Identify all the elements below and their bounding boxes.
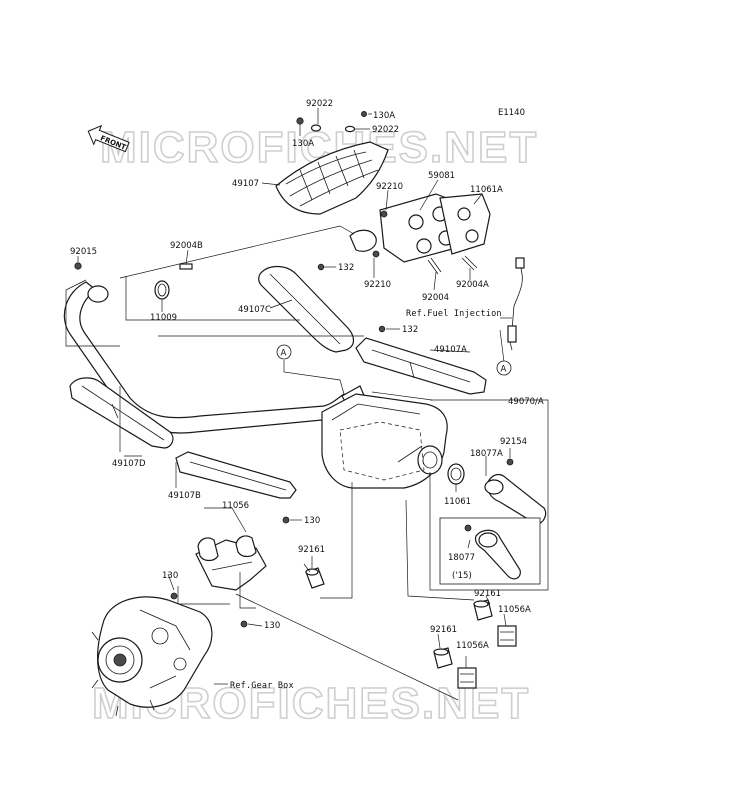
callout-a-upper: A [276, 344, 292, 360]
callout-a-lower: A [496, 360, 512, 376]
label-49070A: 49070/A [508, 397, 544, 407]
muffler [321, 393, 448, 489]
label-92022-right: 92022 [372, 125, 399, 135]
label-92154: 92154 [500, 437, 527, 447]
label-92161-a: 92161 [298, 545, 325, 555]
leader-lines [65, 108, 512, 701]
ref-gear-box: Ref.Gear Box [230, 681, 294, 691]
label-18077A: 18077A [470, 449, 503, 459]
rubber-mount-92161-icon [305, 567, 493, 669]
bolt-132-icon [317, 263, 386, 333]
label-130A-left: 130A [292, 139, 314, 149]
bolt-92154-icon [506, 458, 514, 466]
label-92015: 92015 [70, 247, 97, 257]
ref-fuel-injection: Ref.Fuel Injection [406, 309, 502, 319]
label-11056A-b: 11056A [456, 641, 489, 651]
label-11009: 11009 [150, 313, 177, 323]
callout-a-upper-label: A [281, 349, 287, 359]
callout-a-lower-label: A [501, 365, 507, 375]
heat-shield-49107D [69, 377, 174, 449]
gasket-11061-icon [447, 463, 465, 485]
bolt-130A-top-icon [296, 111, 367, 125]
label-92161-c: 92161 [430, 625, 457, 635]
label-130-a: 130 [304, 516, 320, 526]
gear-box [91, 596, 213, 717]
exhaust-manifold [349, 193, 491, 263]
heat-shield-49107C [258, 265, 355, 353]
label-11056A-a: 11056A [498, 605, 531, 615]
label-130A-top: 130A [373, 111, 395, 121]
label-18077: 18077 [448, 553, 475, 563]
diagram-code: E1140 [498, 108, 525, 118]
label-49107C: 49107C [238, 305, 271, 315]
gasket-11009-icon [154, 280, 170, 300]
stud-92004B-icon [179, 263, 193, 270]
label-59081: 59081 [428, 171, 455, 181]
label-92004A: 92004A [456, 280, 489, 290]
nut-92210-icon [372, 210, 388, 258]
heat-shield-49107 [275, 141, 389, 215]
stud-92004-icon [427, 255, 478, 275]
bolt-92015-icon [74, 262, 82, 270]
label-132-upper: 132 [338, 263, 354, 273]
label-92022-top: 92022 [306, 99, 333, 109]
washer-92022-icon [310, 124, 356, 133]
assembly-49070A-box [429, 399, 549, 591]
tailpipe-18077A [484, 473, 547, 525]
label-92210-lower: 92210 [364, 280, 391, 290]
label-92004B: 92004B [170, 241, 203, 251]
label-92161-b: 92161 [474, 589, 501, 599]
muffler-bracket [195, 535, 267, 591]
label-92004: 92004 [422, 293, 449, 303]
label-11056: 11056 [222, 501, 249, 511]
label-132-lower: 132 [402, 325, 418, 335]
label-49107D: 49107D [112, 459, 146, 469]
heat-shield-49107B [175, 451, 297, 499]
label-49107A: 49107A [434, 345, 467, 355]
label-92210-upper: 92210 [376, 182, 403, 192]
label-11061: 11061 [444, 497, 471, 507]
label-15: ('15) [452, 571, 472, 581]
mount-bracket-11056A-icon [457, 625, 517, 689]
inset-tailpipe-18077 [439, 517, 541, 585]
bolt-130-icon [170, 516, 290, 628]
label-130-c: 130 [264, 621, 280, 631]
label-11061A: 11061A [470, 185, 503, 195]
label-130-b: 130 [162, 571, 178, 581]
label-49107: 49107 [232, 179, 259, 189]
label-49107B: 49107B [168, 491, 201, 501]
heat-shield-49107A [355, 337, 487, 395]
oxygen-sensor-icon [507, 257, 525, 351]
